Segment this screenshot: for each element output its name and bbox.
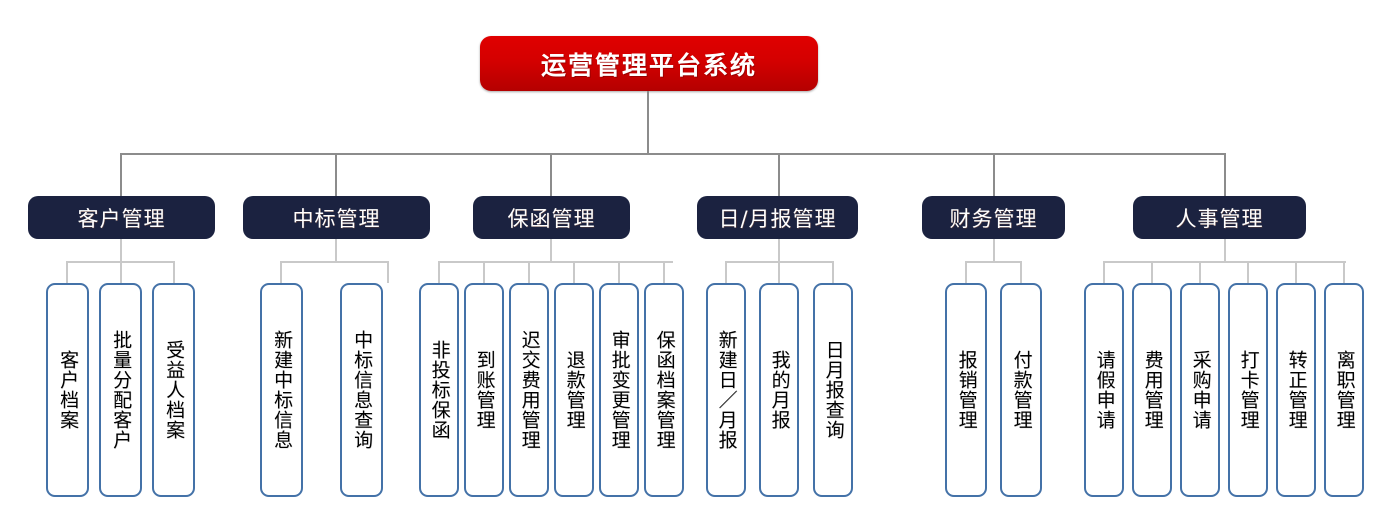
branch-node-5-label: 人事管理: [1175, 206, 1264, 231]
connector-branch-2-stem: [550, 239, 552, 262]
branch-node-4-label: 财务管理: [949, 206, 1038, 231]
leaf-node-4-0-label: 报销管理: [955, 350, 978, 430]
connector-leaf-5-4: [1295, 261, 1297, 283]
connector-leaf-3-0: [725, 261, 727, 283]
leaf-node-5-5-label: 离职管理: [1333, 350, 1356, 430]
connector-leaf-5-1: [1151, 261, 1153, 283]
connector-branch-0-stem: [120, 239, 122, 262]
leaf-node-0-2[interactable]: 受益人档案: [152, 283, 195, 497]
leaf-node-5-3-label: 打卡管理: [1237, 350, 1260, 430]
leaf-node-2-2-label: 迟交费用管理: [518, 330, 541, 450]
connector-leaf-5-2: [1199, 261, 1201, 283]
leaf-node-5-2[interactable]: 采购申请: [1180, 283, 1220, 497]
connector-leaf-2-0: [438, 261, 440, 283]
branch-node-2-label: 保函管理: [507, 206, 596, 231]
connector-branch-3-stem: [778, 239, 780, 262]
connector-leaf-3-2: [832, 261, 834, 283]
connector-leaf-1-1: [387, 261, 389, 283]
branch-node-5[interactable]: 人事管理: [1133, 196, 1306, 239]
connector-root-drop: [647, 91, 649, 154]
connector-main-bus: [121, 153, 1225, 155]
connector-leaf-2-5: [663, 261, 665, 283]
connector-branch-2-drop: [550, 153, 552, 196]
leaf-node-1-1[interactable]: 中标信息查询: [340, 283, 383, 497]
connector-leaf-2-3: [573, 261, 575, 283]
connector-branch-4-bus: [966, 261, 1022, 263]
connector-branch-4-stem: [993, 239, 995, 262]
connector-leaf-4-0: [965, 261, 967, 283]
leaf-node-4-0[interactable]: 报销管理: [945, 283, 987, 497]
leaf-node-2-5[interactable]: 保函档案管理: [644, 283, 684, 497]
branch-node-3[interactable]: 日/月报管理: [697, 196, 858, 239]
leaf-node-0-0[interactable]: 客户档案: [46, 283, 89, 497]
connector-leaf-2-1: [483, 261, 485, 283]
connector-branch-0-drop: [120, 153, 122, 196]
connector-branch-5-drop: [1224, 153, 1226, 196]
leaf-node-5-0[interactable]: 请假申请: [1084, 283, 1124, 497]
branch-node-1[interactable]: 中标管理: [243, 196, 430, 239]
connector-leaf-5-0: [1103, 261, 1105, 283]
leaf-node-2-5-label: 保函档案管理: [653, 330, 676, 450]
leaf-node-3-0-label: 新建日／月报: [715, 330, 738, 450]
branch-node-0[interactable]: 客户管理: [28, 196, 215, 239]
leaf-node-5-3[interactable]: 打卡管理: [1228, 283, 1268, 497]
branch-node-2[interactable]: 保函管理: [473, 196, 630, 239]
leaf-node-5-1-label: 费用管理: [1141, 350, 1164, 430]
leaf-node-0-0-label: 客户档案: [57, 350, 80, 430]
connector-branch-2-bus: [439, 261, 673, 263]
branch-node-4[interactable]: 财务管理: [922, 196, 1065, 239]
leaf-node-2-1[interactable]: 到账管理: [464, 283, 504, 497]
leaf-node-0-1-label: 批量分配客户: [110, 330, 133, 450]
leaf-node-1-0[interactable]: 新建中标信息: [260, 283, 303, 497]
connector-leaf-0-0: [66, 261, 68, 283]
leaf-node-2-1-label: 到账管理: [473, 350, 496, 430]
connector-branch-1-bus: [281, 261, 389, 263]
branch-node-1-label: 中标管理: [292, 206, 381, 231]
connector-branch-4-drop: [993, 153, 995, 196]
connector-branch-3-bus: [726, 261, 834, 263]
connector-leaf-2-4: [618, 261, 620, 283]
leaf-node-4-1[interactable]: 付款管理: [1000, 283, 1042, 497]
leaf-node-0-1[interactable]: 批量分配客户: [99, 283, 142, 497]
leaf-node-3-1[interactable]: 我的月报: [759, 283, 799, 497]
leaf-node-5-0-label: 请假申请: [1093, 350, 1116, 430]
leaf-node-2-3-label: 退款管理: [563, 350, 586, 430]
connector-branch-1-drop: [335, 153, 337, 196]
leaf-node-2-0-label: 非投标保函: [428, 340, 451, 440]
connector-leaf-4-1: [1020, 261, 1022, 283]
leaf-node-5-4[interactable]: 转正管理: [1276, 283, 1316, 497]
connector-leaf-5-3: [1247, 261, 1249, 283]
leaf-node-3-2-label: 日月报查询: [822, 340, 845, 440]
connector-branch-3-drop: [778, 153, 780, 196]
leaf-node-2-4[interactable]: 审批变更管理: [599, 283, 639, 497]
root-node-label: 运营管理平台系统: [540, 50, 757, 80]
leaf-node-5-1[interactable]: 费用管理: [1132, 283, 1172, 497]
leaf-node-2-2[interactable]: 迟交费用管理: [509, 283, 549, 497]
connector-leaf-2-2: [528, 261, 530, 283]
connector-leaf-3-1: [778, 261, 780, 283]
branch-node-0-label: 客户管理: [77, 206, 166, 231]
connector-branch-1-stem: [335, 239, 337, 262]
leaf-node-3-1-label: 我的月报: [768, 350, 791, 430]
leaf-node-2-0[interactable]: 非投标保函: [419, 283, 459, 497]
leaf-node-5-5[interactable]: 离职管理: [1324, 283, 1364, 497]
leaf-node-5-4-label: 转正管理: [1285, 350, 1308, 430]
connector-branch-5-bus: [1104, 261, 1346, 263]
leaf-node-2-3[interactable]: 退款管理: [554, 283, 594, 497]
leaf-node-1-0-label: 新建中标信息: [271, 330, 294, 450]
leaf-node-3-2[interactable]: 日月报查询: [813, 283, 853, 497]
leaf-node-4-1-label: 付款管理: [1010, 350, 1033, 430]
leaf-node-3-0[interactable]: 新建日／月报: [706, 283, 746, 497]
connector-leaf-5-5: [1343, 261, 1345, 283]
root-node-operations-platform[interactable]: 运营管理平台系统: [480, 36, 818, 91]
leaf-node-1-1-label: 中标信息查询: [351, 330, 374, 450]
leaf-node-5-2-label: 采购申请: [1189, 350, 1212, 430]
connector-branch-5-stem: [1224, 239, 1226, 262]
leaf-node-2-4-label: 审批变更管理: [608, 330, 631, 450]
connector-leaf-0-1: [120, 261, 122, 283]
leaf-node-0-2-label: 受益人档案: [163, 340, 186, 440]
connector-leaf-0-2: [173, 261, 175, 283]
connector-leaf-1-0: [280, 261, 282, 283]
branch-node-3-label: 日/月报管理: [718, 206, 837, 231]
